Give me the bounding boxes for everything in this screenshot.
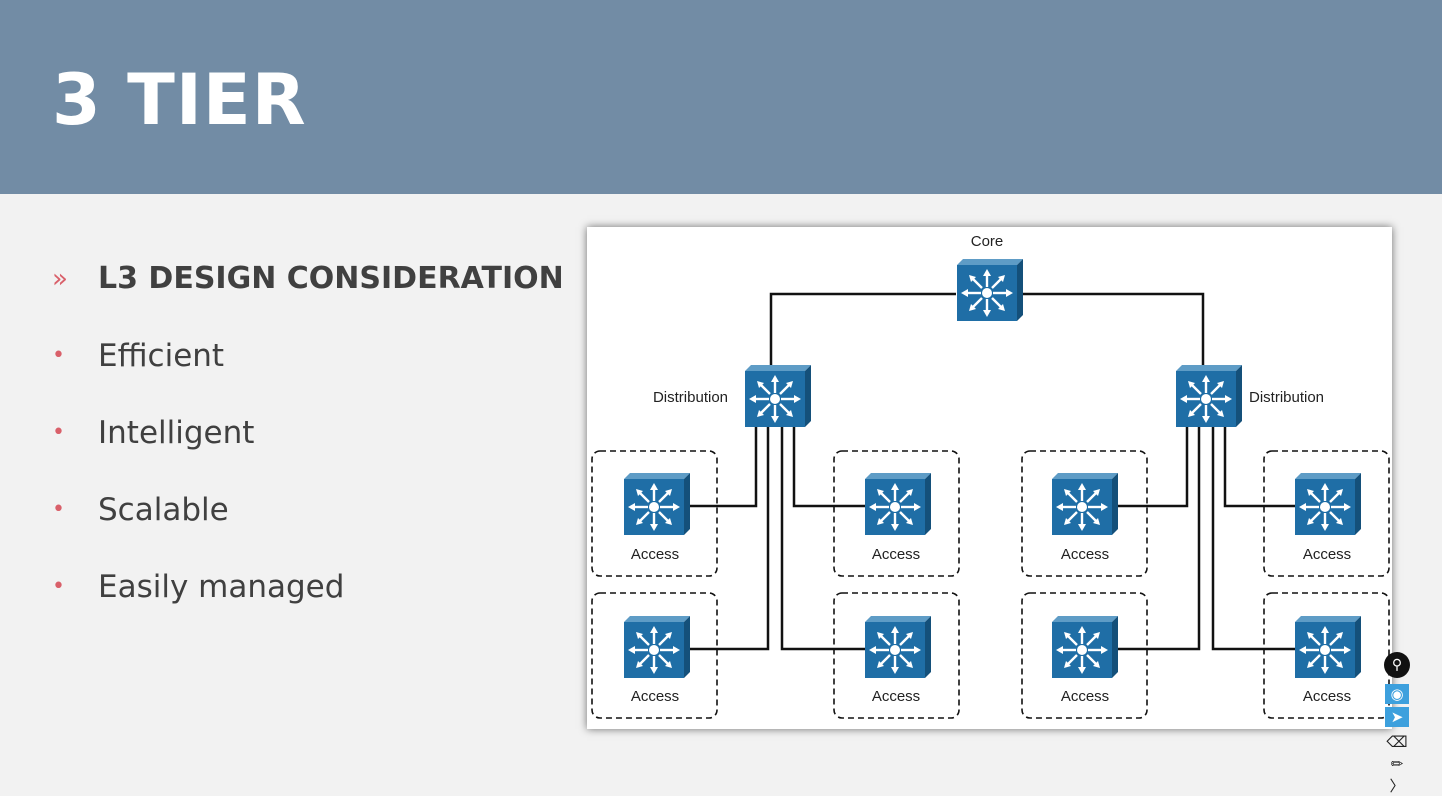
eye-icon[interactable]: ◉ (1385, 684, 1409, 704)
access-label: Access (1303, 688, 1351, 705)
bullet-marker: • (52, 497, 65, 522)
network-diagram: Core Distribution Distribution Access Ac… (587, 227, 1392, 729)
bullet-marker: • (52, 574, 65, 599)
access-label: Access (1061, 688, 1109, 705)
right-access-links (1115, 427, 1295, 651)
pen-icon[interactable]: ✏ (1390, 755, 1404, 773)
distribution-switch-right-icon (1174, 363, 1244, 429)
distribution-switch-left-icon (743, 363, 813, 429)
access-label: Access (872, 688, 920, 705)
bullet-text: L3 DESIGN CONSIDERATION (98, 261, 564, 296)
cursor-icon[interactable]: ➤ (1385, 707, 1409, 727)
access-label: Access (1303, 546, 1351, 563)
eraser-icon[interactable]: ⌫ (1386, 733, 1408, 751)
highlighter-icon[interactable]: 〉 (1389, 777, 1405, 795)
bullet-marker: » (52, 263, 68, 294)
access-switch-icon (863, 471, 933, 537)
core-links (769, 292, 1205, 367)
access-label: Access (1061, 546, 1109, 563)
bullet-item: • Easily managed (52, 548, 564, 625)
distribution-right-label: Distribution (1249, 389, 1324, 406)
bullet-list: » L3 DESIGN CONSIDERATION • Efficient • … (52, 240, 564, 625)
access-switch-icon (1050, 471, 1120, 537)
left-access-links (687, 427, 865, 651)
core-label: Core (971, 233, 1004, 250)
bullet-marker: • (52, 420, 65, 445)
title-bar: 3 TIER (0, 0, 1442, 194)
bullet-item: • Intelligent (52, 394, 564, 471)
pin-icon[interactable]: ⚲ (1384, 652, 1410, 678)
bullet-item: • Efficient (52, 317, 564, 394)
bullet-marker: • (52, 343, 65, 368)
bullet-item: » L3 DESIGN CONSIDERATION (52, 240, 564, 317)
access-switch-icon (1293, 471, 1363, 537)
annotation-toolbar: ⚲ ◉ ➤ ⌫ ✏ 〉 (1383, 652, 1411, 795)
access-switch-icon (863, 614, 933, 680)
core-switch-icon (955, 257, 1025, 323)
distribution-left-label: Distribution (653, 389, 728, 406)
access-groups (591, 450, 1390, 719)
bullet-item: • Scalable (52, 471, 564, 548)
access-label: Access (631, 546, 679, 563)
access-switch-icon (622, 471, 692, 537)
topology-svg: Core Distribution Distribution Access Ac… (591, 233, 1390, 719)
access-switch-icon (622, 614, 692, 680)
bullet-text: Efficient (98, 337, 225, 374)
access-label: Access (631, 688, 679, 705)
slide-title: 3 TIER (52, 59, 307, 141)
bullet-text: Easily managed (98, 568, 345, 605)
access-switch-icon (1050, 614, 1120, 680)
access-switch-icon (1293, 614, 1363, 680)
bullet-text: Intelligent (98, 414, 255, 451)
access-label: Access (872, 546, 920, 563)
bullet-text: Scalable (98, 491, 229, 528)
